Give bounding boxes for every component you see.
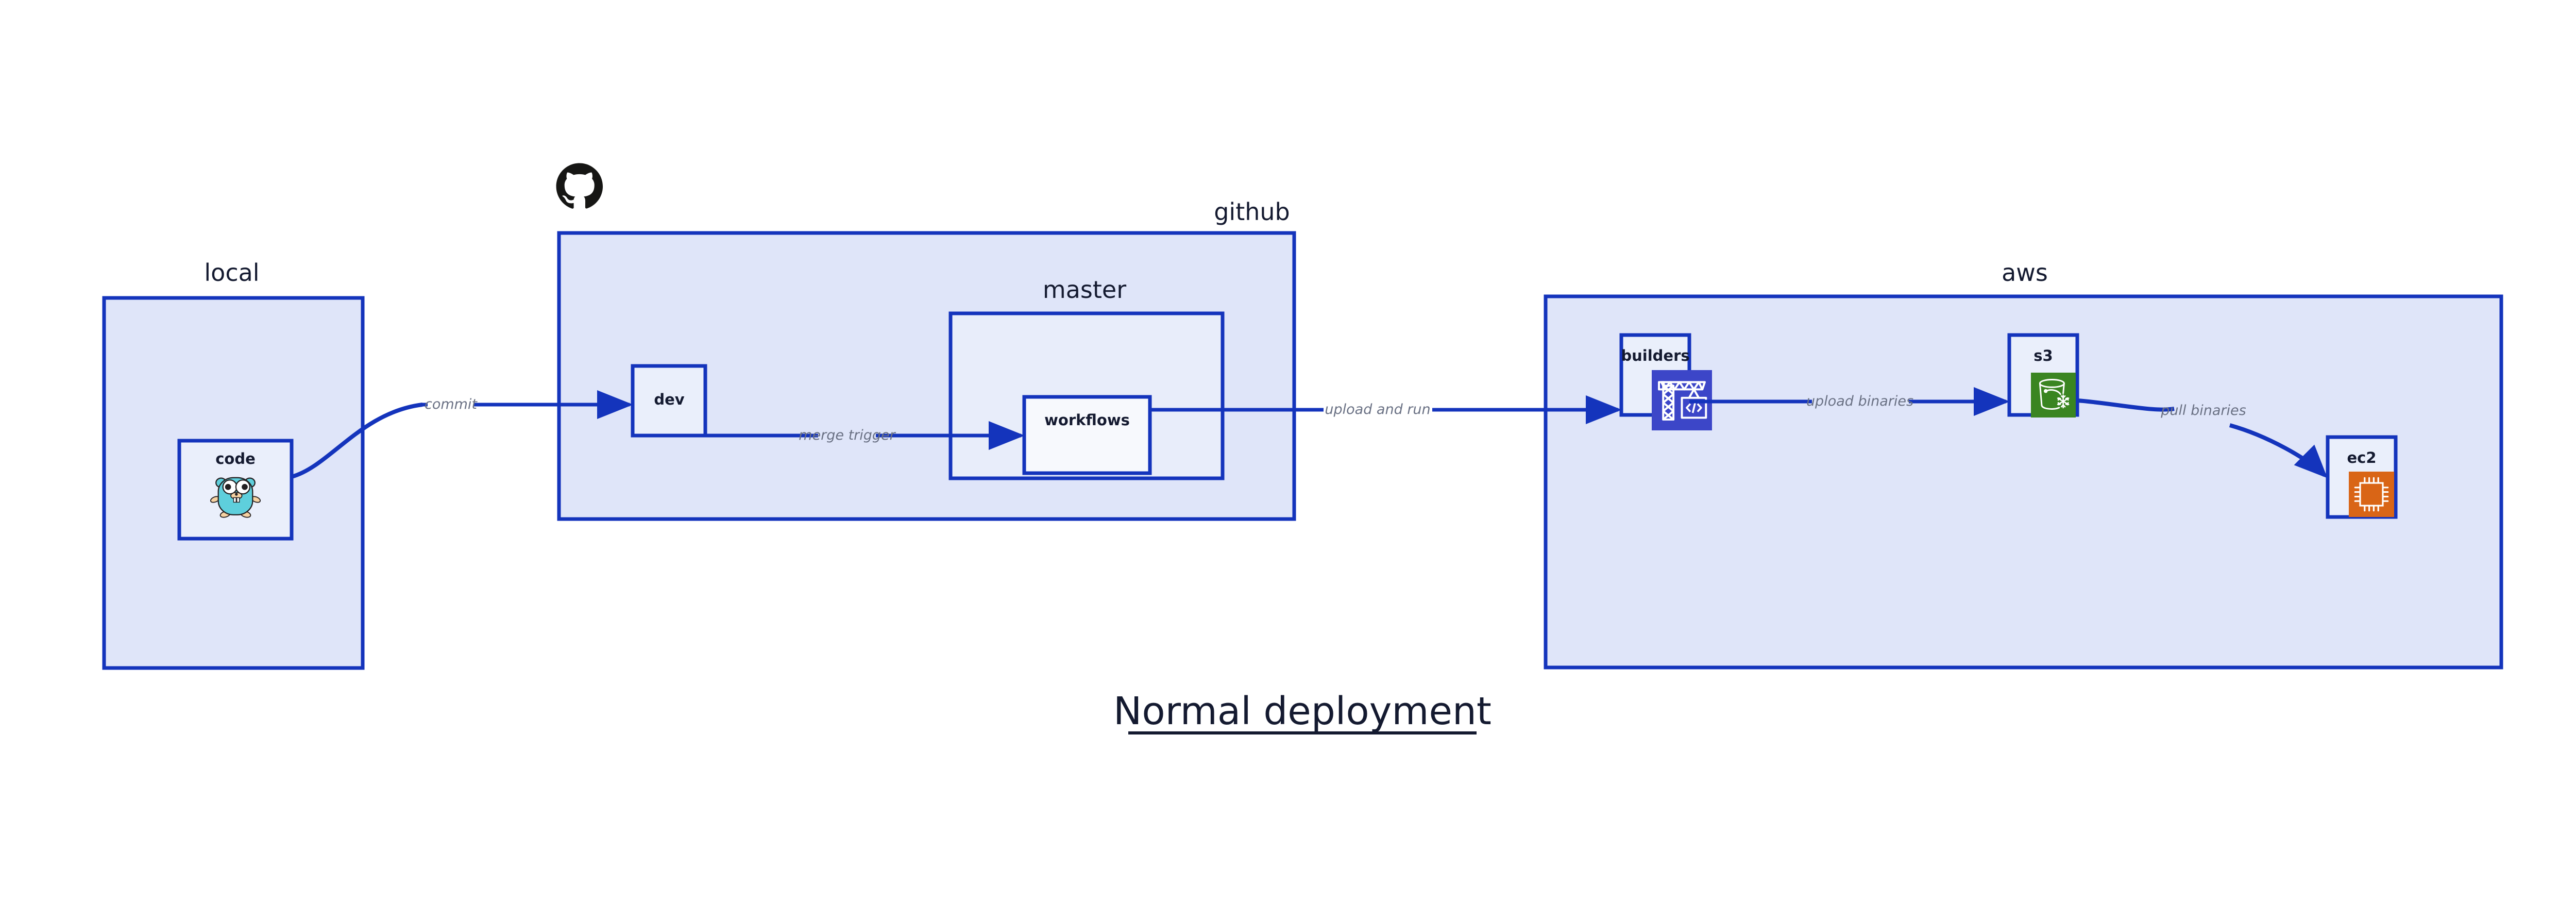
aws-ec2-chip-icon xyxy=(2348,471,2395,518)
edge-pull-binaries: pull binaries xyxy=(2077,398,2328,478)
group-github-label: github xyxy=(1214,198,1290,226)
edge-commit-label: commit xyxy=(425,396,478,412)
edge-pull-binaries-label: pull binaries xyxy=(2160,403,2246,419)
edge-upload-and-run-label: upload and run xyxy=(1325,402,1430,417)
edge-commit-curve xyxy=(291,403,423,479)
edge-upload-and-run: upload and run xyxy=(1150,395,1622,424)
node-builders[interactable]: builders xyxy=(1619,333,1713,431)
node-dev-label: dev xyxy=(654,391,684,408)
node-code[interactable]: code xyxy=(177,439,294,541)
edge-upload-binaries-label: upload binaries xyxy=(1806,393,1913,409)
edge-pull-binaries-curve-a xyxy=(2077,398,2175,412)
aws-s3-glacier-bucket-icon xyxy=(2030,372,2077,419)
group-local-label: local xyxy=(204,259,259,287)
group-aws-label: aws xyxy=(2002,259,2048,287)
node-dev-box[interactable] xyxy=(631,364,707,438)
diagram-title: Normal deployment xyxy=(1113,689,1492,734)
group-master-label: master xyxy=(1043,276,1126,304)
node-code-label: code xyxy=(215,450,256,467)
github-octocat-icon xyxy=(556,163,603,209)
edge-commit: commit xyxy=(291,390,633,479)
edge-merge-trigger-label: merge trigger xyxy=(799,427,896,443)
edge-upload-binaries: upload binaries xyxy=(1689,387,2010,416)
node-workflows-label: workflows xyxy=(1044,411,1130,429)
node-workflows-box[interactable] xyxy=(1022,395,1152,475)
node-ec2[interactable]: ec2 xyxy=(2326,435,2398,519)
node-dev[interactable]: dev xyxy=(631,364,707,438)
diagram-title-text: Normal deployment xyxy=(1113,689,1492,733)
node-s3-label: s3 xyxy=(2033,347,2053,364)
edge-pull-binaries-curve-b xyxy=(2229,423,2328,478)
edge-merge-trigger: merge trigger xyxy=(705,421,1025,450)
node-s3[interactable]: s3 xyxy=(2007,333,2079,419)
node-workflows[interactable]: workflows xyxy=(1022,395,1152,475)
node-builders-label: builders xyxy=(1621,347,1689,364)
node-ec2-label: ec2 xyxy=(2347,449,2376,466)
